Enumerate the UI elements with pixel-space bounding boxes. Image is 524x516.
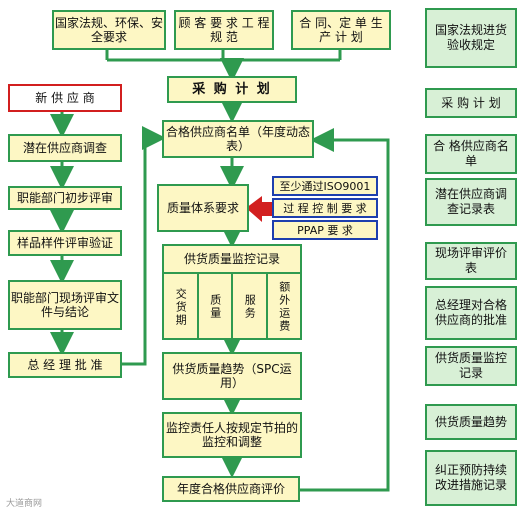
sample-verification-label: 样品样件评审验证: [16, 236, 113, 250]
process-control-label: 过 程 控 制 要 求: [283, 202, 367, 215]
watermark-text: 大道商网: [6, 499, 43, 509]
delivery-column: 交货期: [164, 274, 199, 340]
quality-system-req-box: 质量体系要求: [157, 184, 249, 232]
ppap-label: PPAP 要 求: [297, 224, 353, 237]
service-column: 服务: [233, 274, 268, 340]
record-quality-monitoring: 供货质量监控记录: [425, 346, 517, 386]
potential-survey-box: 潜在供应商调查: [8, 134, 122, 162]
customer-requirements-label: 顾 客 要 求 工 程 规 范: [178, 16, 270, 44]
monitor-adjust-box: 监控责任人按规定节拍的监控和调整: [162, 412, 302, 458]
onsite-review-box: 职能部门现场评审文件与结论: [8, 280, 122, 330]
record-purchase-plan: 采 购 计 划: [425, 88, 517, 118]
gm-approval-box: 总 经 理 批 准: [8, 352, 122, 378]
ppap-box: PPAP 要 求: [272, 220, 378, 240]
record-qualified-list: 合 格供应商名单: [425, 134, 517, 174]
annual-evaluation-label: 年度合格供应商评价: [176, 482, 285, 496]
record-purchase-plan-label: 采 购 计 划: [441, 95, 501, 110]
quality-column: 质量: [199, 274, 233, 340]
law-requirements-label: 国家法规、环保、安全要求: [54, 16, 163, 44]
record-corrective-action-label: 纠正预防持续改进措施记录: [434, 463, 507, 492]
purchase-plan-label: 采 购 计 划: [192, 81, 272, 97]
quality-trend-box: 供货质量趋势（SPC运用）: [162, 352, 302, 400]
contract-order-label: 合 同、定 单 生 产 计 划: [299, 16, 383, 44]
quality-trend-label: 供货质量趋势（SPC运用）: [172, 362, 292, 390]
monitor-adjust-label: 监控责任人按规定节拍的监控和调整: [165, 421, 298, 449]
record-law-acceptance-label: 国家法规进货验收规定: [434, 23, 507, 52]
record-onsite-evaluation-label: 现场评审评价表: [434, 246, 507, 275]
record-gm-approval: 总经理对合格供应商的批准: [425, 286, 517, 340]
initial-review-label: 职能部门初步评审: [16, 191, 113, 205]
record-law-acceptance: 国家法规进货验收规定: [425, 8, 517, 68]
purchase-plan-box: 采 购 计 划: [167, 76, 297, 103]
record-potential-survey: 潜在供应商调查记录表: [425, 178, 517, 226]
gm-approval-label: 总 经 理 批 准: [27, 358, 103, 372]
record-quality-trend-label: 供货质量趋势: [434, 414, 507, 429]
quality-system-req-label: 质量体系要求: [166, 201, 239, 215]
onsite-review-label: 职能部门现场评审文件与结论: [10, 291, 119, 319]
quality-record-columns: 交货期 质量 服务 额外运费: [164, 274, 300, 340]
sample-verification-box: 样品样件评审验证: [8, 230, 122, 256]
extra-freight-column: 额外运费: [277, 281, 291, 333]
quality-record-box: 供货质量监控记录 交货期 质量 服务 额外运费: [162, 244, 302, 340]
quality-record-title: 供货质量监控记录: [164, 246, 300, 274]
qualified-supplier-list-box: 合格供应商名单（年度动态表）: [162, 120, 314, 158]
annual-evaluation-box: 年度合格供应商评价: [162, 476, 300, 502]
record-quality-monitoring-label: 供货质量监控记录: [434, 351, 507, 380]
new-supplier-box: 新 供 应 商: [8, 84, 122, 112]
potential-survey-label: 潜在供应商调查: [22, 141, 107, 155]
qualified-supplier-list-label: 合格供应商名单（年度动态表）: [165, 125, 310, 153]
iso9001-box: 至少通过ISO9001: [272, 176, 378, 196]
record-gm-approval-label: 总经理对合格供应商的批准: [434, 298, 507, 327]
new-supplier-label: 新 供 应 商: [35, 91, 95, 105]
record-quality-trend: 供货质量趋势: [425, 404, 517, 440]
record-corrective-action: 纠正预防持续改进措施记录: [425, 450, 517, 506]
record-potential-survey-label: 潜在供应商调查记录表: [434, 187, 507, 216]
process-control-box: 过 程 控 制 要 求: [272, 198, 378, 218]
contract-order-box: 合 同、定 单 生 产 计 划: [291, 10, 391, 50]
iso9001-label: 至少通过ISO9001: [279, 180, 371, 193]
record-qualified-list-label: 合 格供应商名单: [433, 139, 509, 168]
record-onsite-evaluation: 现场评审评价表: [425, 242, 517, 280]
initial-review-box: 职能部门初步评审: [8, 186, 122, 210]
law-requirements-box: 国家法规、环保、安全要求: [52, 10, 166, 50]
customer-requirements-box: 顾 客 要 求 工 程 规 范: [174, 10, 274, 50]
